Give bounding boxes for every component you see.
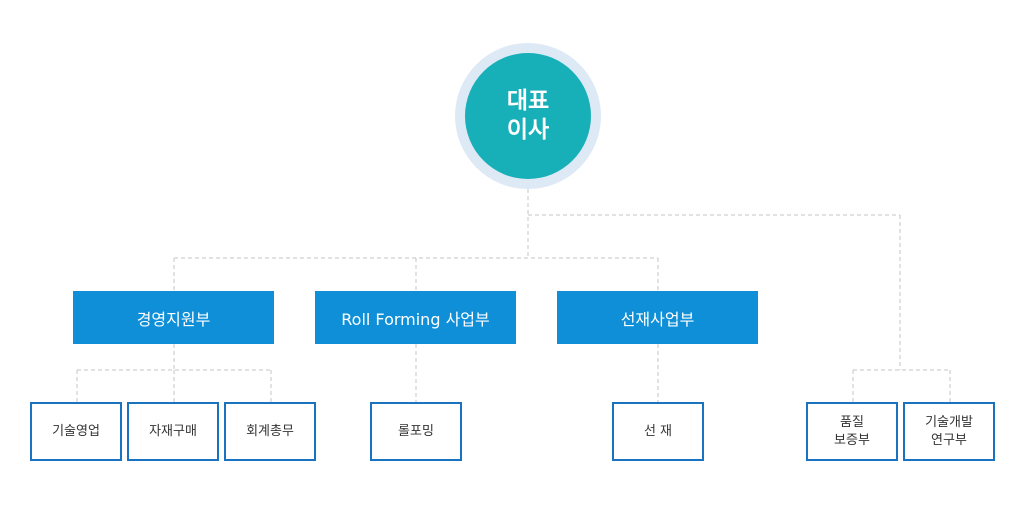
team-label-line2: 연구부 xyxy=(931,432,967,448)
team-label: 기술영업 xyxy=(52,423,100,439)
dept-label: 경영지원부 xyxy=(136,309,211,329)
team-label: 선 재 xyxy=(643,423,673,439)
team-label-line1: 품질 xyxy=(840,414,864,430)
team-rnd[interactable]: 기술개발 연구부 xyxy=(903,402,995,461)
team-wire[interactable]: 선 재 xyxy=(612,402,704,461)
dept-wire-business[interactable]: 선재사업부 xyxy=(557,291,758,344)
team-label-line2: 보증부 xyxy=(834,432,870,448)
team-quality-assurance[interactable]: 품질 보증부 xyxy=(806,402,898,461)
team-purchasing[interactable]: 자재구매 xyxy=(127,402,219,461)
dept-roll-forming[interactable]: Roll Forming 사업부 xyxy=(315,291,516,344)
team-roll-forming[interactable]: 롤포밍 xyxy=(370,402,462,461)
dept-label: Roll Forming 사업부 xyxy=(341,309,490,329)
team-label: 자재구매 xyxy=(149,423,197,439)
team-accounting-admin[interactable]: 회계총무 xyxy=(224,402,316,461)
team-label-line1: 기술개발 xyxy=(925,414,973,430)
team-technical-sales[interactable]: 기술영업 xyxy=(30,402,122,461)
dept-label: 선재사업부 xyxy=(620,309,695,329)
ceo-label-line2: 이사 xyxy=(506,117,550,143)
ceo-label-line1: 대표 xyxy=(506,88,550,114)
team-label: 롤포밍 xyxy=(398,423,434,439)
ceo-node-ring: 대표 이사 xyxy=(455,43,601,189)
team-label: 회계총무 xyxy=(246,423,294,439)
dept-management-support[interactable]: 경영지원부 xyxy=(73,291,274,344)
ceo-node[interactable]: 대표 이사 xyxy=(465,53,591,179)
